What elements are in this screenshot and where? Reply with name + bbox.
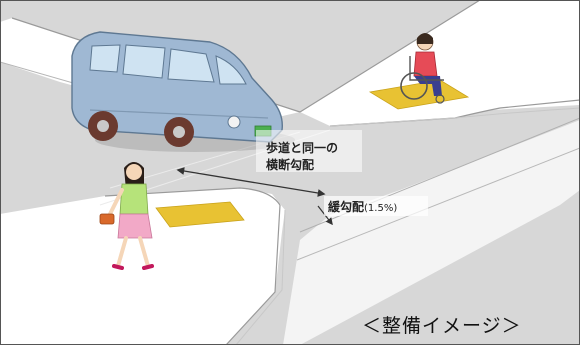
wheelchair-user-hair bbox=[417, 33, 433, 44]
woman-legs bbox=[116, 236, 150, 268]
car-side-line bbox=[89, 109, 269, 119]
car-window bbox=[167, 48, 215, 83]
woman-arm bbox=[106, 188, 124, 220]
tactile-paving-block bbox=[368, 79, 470, 110]
front-left-sidewalk bbox=[0, 188, 285, 345]
wheelchair-frame bbox=[409, 56, 444, 81]
pedestrian-woman-illustration bbox=[99, 162, 154, 270]
dimension-arrow bbox=[176, 167, 326, 197]
annotation-backdrop bbox=[256, 130, 362, 172]
car-hubcap bbox=[97, 120, 109, 132]
annotation-gentle-slope: 緩勾配(1.5%) bbox=[328, 199, 397, 214]
wheelchair-user-pants bbox=[414, 76, 442, 96]
car-illustration bbox=[71, 31, 295, 152]
wheelchair-caster bbox=[435, 94, 445, 104]
wheelchair-user-illustration bbox=[400, 33, 445, 104]
annotation-backdrop bbox=[324, 196, 428, 216]
crossing-line-near bbox=[296, 147, 580, 261]
woman-shoes bbox=[112, 264, 154, 270]
back-right-curb-line bbox=[299, 0, 481, 113]
annotation-crossfall-line1: 歩道と同一の bbox=[266, 140, 338, 155]
annotation-gentle-slope-label: 緩勾配 bbox=[328, 199, 364, 214]
car-hubcap bbox=[173, 126, 185, 138]
front-right-road-edge bbox=[283, 120, 580, 345]
car-headlight bbox=[227, 115, 241, 129]
front-left-curb-side bbox=[225, 204, 281, 345]
back-right-sidewalk bbox=[300, 0, 580, 126]
wheelchair-wheel bbox=[400, 72, 428, 100]
car-windshield bbox=[215, 55, 247, 85]
woman-top bbox=[119, 183, 149, 215]
car-window bbox=[89, 44, 121, 73]
woman-handbag bbox=[99, 213, 115, 225]
woman-head bbox=[126, 164, 142, 180]
car-window bbox=[122, 44, 166, 79]
back-right-curb-shadow bbox=[329, 107, 580, 127]
tactile-paving-block bbox=[155, 201, 245, 228]
annotation-gentle-slope-value: (1.5%) bbox=[364, 203, 397, 214]
woman-skirt bbox=[117, 213, 153, 239]
front-left-curb-shadow bbox=[235, 209, 286, 345]
wheelchair-user-top bbox=[413, 51, 438, 77]
caption: ＜整備イメージ＞ bbox=[362, 315, 522, 337]
annotation-crossfall-line2: 横断勾配 bbox=[266, 157, 314, 172]
